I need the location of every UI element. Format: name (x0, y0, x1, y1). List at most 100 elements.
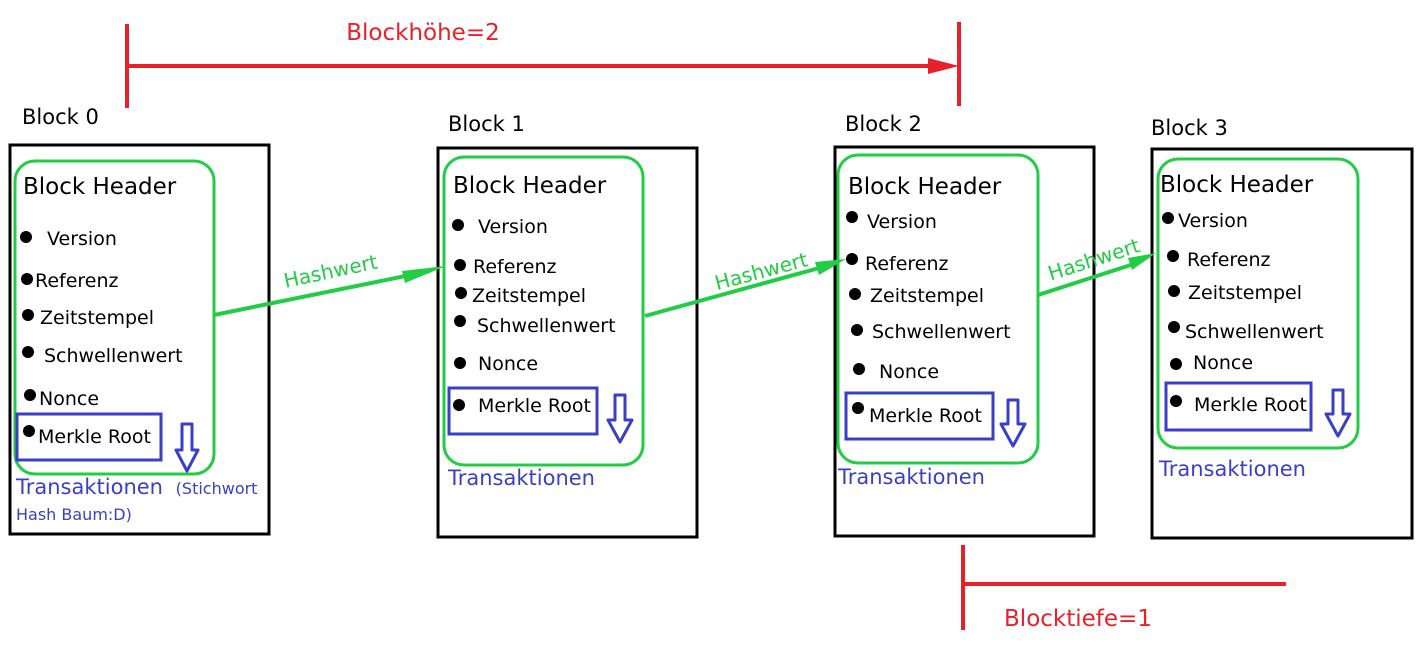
block-title: Block 1 (448, 112, 525, 136)
field-nonce: Nonce (478, 353, 538, 375)
block-title: Block 3 (1151, 116, 1228, 140)
field-timestamp: Zeitstempel (40, 307, 154, 329)
block-frame (833, 145, 1096, 538)
hash-link-1-2: Hashwert (644, 247, 846, 318)
bullet-dot-icon (849, 288, 861, 300)
hash-arrow-line (1037, 260, 1141, 297)
bullet-dot-icon (453, 399, 465, 411)
block-frame (8, 143, 271, 536)
hash-link-2-3: Hashwert (1037, 233, 1156, 297)
bullet-dot-icon (20, 231, 32, 243)
merkle-root-label: Merkle Root (1194, 394, 1307, 416)
bullet-dot-icon (452, 219, 464, 231)
field-timestamp: Zeitstempel (472, 285, 586, 307)
bullet-dot-icon (455, 287, 467, 299)
merkle-root-box (1164, 381, 1313, 432)
block-depth-measure: Blocktiefe=1 (961, 545, 1286, 632)
block-1: Block 1 Block Header Version Referenz Ze… (436, 112, 699, 539)
merkle-root-label: Merkle Root (38, 426, 151, 448)
bullet-dot-icon (1167, 250, 1179, 262)
merkle-root-label: Merkle Root (869, 405, 982, 427)
block-height-measure: Blockhöhe=2 (125, 20, 961, 108)
field-reference: Referenz (1187, 249, 1271, 271)
transactions-text: Transaktionen (15, 475, 163, 499)
height-arrowhead (928, 58, 959, 74)
block-0: Block 0 Block Header Version Referenz Ze… (8, 105, 271, 536)
transactions-label: Transaktionen (837, 465, 985, 489)
hash-link-label: Hashwert (282, 249, 380, 292)
block-header-box (1156, 157, 1360, 450)
bullet-dot-icon (454, 315, 466, 327)
block-header-title: Block Header (453, 173, 607, 199)
bullet-dot-icon (846, 211, 858, 223)
field-nonce: Nonce (879, 361, 939, 383)
bullet-dot-icon (1170, 395, 1182, 407)
hash-arrowhead (1128, 253, 1156, 270)
block-header-box (442, 155, 645, 467)
block-frame (436, 146, 699, 539)
field-version: Version (478, 216, 548, 238)
bullet-dot-icon (454, 259, 466, 271)
block-header-box (13, 159, 216, 476)
down-arrow-icon (174, 422, 200, 473)
hash-arrowhead (402, 266, 446, 283)
merkle-root-box (15, 412, 163, 462)
field-version: Version (47, 228, 117, 250)
bullet-dot-icon (846, 253, 858, 265)
bullet-dot-icon (852, 402, 864, 414)
transactions-note-line2: Hash Baum:D) (16, 505, 132, 524)
block-title: Block 0 (22, 105, 99, 129)
field-timestamp: Zeitstempel (1188, 282, 1302, 304)
field-threshold: Schwellenwert (44, 345, 183, 367)
block-header-title: Block Header (23, 174, 177, 200)
field-reference: Referenz (865, 253, 949, 275)
hash-arrow-line (644, 263, 831, 318)
transactions-label: Transaktionen (1158, 457, 1306, 481)
block-header-title: Block Header (848, 174, 1002, 200)
bullet-dot-icon (1162, 212, 1174, 224)
down-arrow-icon (999, 398, 1027, 448)
bullet-dot-icon (1170, 358, 1182, 370)
field-timestamp: Zeitstempel (870, 285, 984, 307)
bullet-dot-icon (454, 357, 466, 369)
bullet-dot-icon (851, 324, 863, 336)
block-3: Block 3 Block Header Version Referenz Ze… (1150, 116, 1414, 540)
hash-arrow-line (213, 269, 431, 317)
merkle-root-label: Merkle Root (478, 395, 591, 417)
bullet-dot-icon (22, 309, 34, 321)
merkle-root-box (844, 391, 995, 441)
block-2: Block 2 Block Header Version Referenz Ze… (833, 112, 1096, 538)
bullet-dot-icon (22, 346, 34, 358)
block-frame (1150, 147, 1414, 540)
transactions-label: Transaktionen (447, 466, 595, 490)
field-nonce: Nonce (1193, 352, 1253, 374)
block-header-box (836, 153, 1040, 465)
bullet-dot-icon (23, 425, 35, 437)
field-threshold: Schwellenwert (1185, 321, 1324, 343)
block-title: Block 2 (845, 112, 922, 136)
field-nonce: Nonce (39, 388, 99, 410)
block-depth-label: Blocktiefe=1 (1004, 606, 1152, 632)
bullet-dot-icon (1168, 285, 1180, 297)
bullet-dot-icon (24, 389, 36, 401)
down-arrow-icon (606, 393, 634, 444)
bullet-dot-icon (21, 273, 33, 285)
field-threshold: Schwellenwert (477, 315, 616, 337)
field-threshold: Schwellenwert (872, 321, 1011, 343)
field-reference: Referenz (473, 256, 557, 278)
merkle-root-box (447, 386, 599, 436)
hash-arrowhead (815, 259, 846, 275)
hash-link-label: Hashwert (712, 247, 810, 295)
transactions-label: Transaktionen (Stichwort (15, 475, 257, 499)
bullet-dot-icon (853, 363, 865, 375)
block-header-title: Block Header (1160, 172, 1314, 198)
down-arrow-icon (1324, 388, 1352, 438)
hash-link-0-1: Hashwert (213, 249, 446, 317)
field-version: Version (867, 211, 937, 233)
field-version: Version (1178, 210, 1248, 232)
field-reference: Referenz (35, 270, 119, 292)
transactions-note: (Stichwort (176, 479, 258, 498)
bullet-dot-icon (1168, 321, 1180, 333)
block-height-label: Blockhöhe=2 (346, 20, 500, 46)
